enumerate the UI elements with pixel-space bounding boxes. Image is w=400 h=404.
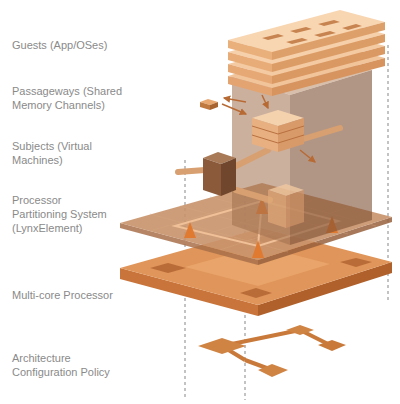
illustration-part [252, 135, 278, 143]
illustration-part [314, 31, 336, 37]
layer-label: Processor Partitioning System (LynxEleme… [12, 193, 117, 235]
illustration-part [224, 98, 246, 102]
passageway-block [252, 110, 304, 152]
illustration-part [290, 27, 312, 33]
illustration-part [278, 135, 304, 143]
illustration-part [198, 338, 246, 354]
illustration-part [272, 22, 385, 60]
layer-label: Multi-core Processor [12, 288, 117, 302]
illustration-part [221, 158, 236, 196]
illustration-part [286, 190, 304, 228]
illustration-part [286, 38, 308, 44]
illustration-part [262, 95, 268, 108]
illustration-part [240, 288, 272, 298]
illustration-part [184, 222, 196, 238]
illustration-part [262, 34, 284, 40]
illustration-part [178, 170, 205, 172]
layer-label: Guests (App/OSes) [12, 38, 192, 52]
illustration-part [252, 118, 278, 152]
guest-stack [228, 10, 385, 96]
illustration-part [222, 104, 246, 114]
illustration-part [228, 22, 385, 72]
illustration-part [210, 102, 218, 110]
illustration-part [318, 340, 346, 351]
illustration-part [200, 102, 210, 110]
illustration-part [258, 364, 288, 377]
subject-cube [268, 184, 304, 228]
illustration-part [203, 158, 221, 196]
illustration-part [268, 190, 286, 228]
illustration-part [222, 330, 330, 370]
illustration-part [252, 126, 304, 143]
layer-label: Passageways (Shared Memory Channels) [12, 84, 147, 112]
layer-label: Architecture Configuration Policy [12, 351, 122, 379]
illustration-part [340, 258, 372, 267]
illustration-part [228, 10, 385, 60]
passageway-chip [200, 95, 315, 162]
illustration-part [252, 126, 278, 134]
illustration-part [300, 128, 340, 140]
illustration-part [278, 118, 304, 152]
policy-circuit [198, 325, 346, 377]
illustration-part [318, 20, 340, 26]
illustration-part [286, 325, 314, 335]
illustration-part [228, 40, 272, 60]
illustration-part [236, 190, 270, 200]
subject-cube [203, 152, 236, 196]
illustration-part [342, 24, 362, 30]
illustration-part [278, 126, 304, 134]
illustration-part [300, 150, 315, 162]
layer-label: Subjects (Virtual Machines) [12, 139, 117, 167]
illustration-part [150, 263, 186, 273]
guest-windows [262, 20, 362, 44]
illustration-part [252, 240, 264, 258]
